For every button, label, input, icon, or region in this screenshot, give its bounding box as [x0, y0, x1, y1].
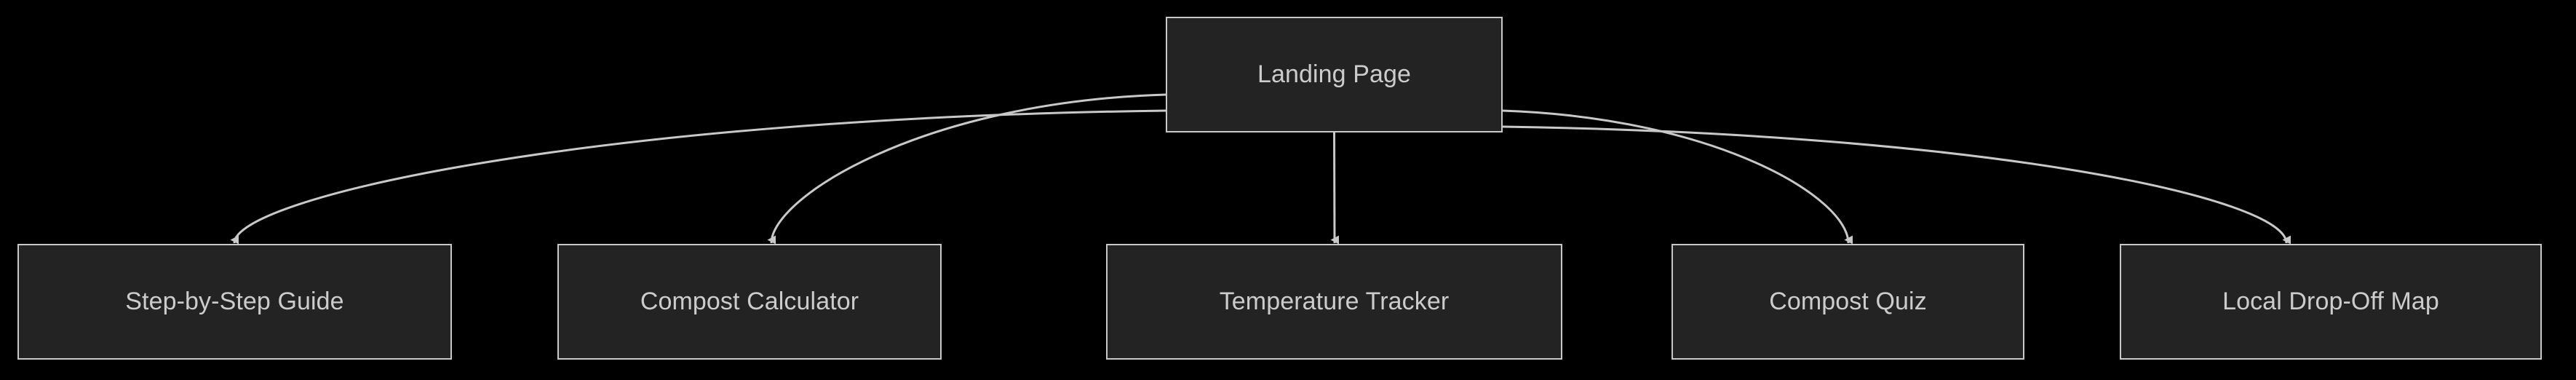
edge-landing-page-to-compost-calculator: [767, 93, 1166, 245]
node-compost-quiz-label: Compost Quiz: [1769, 287, 1927, 315]
edge-landing-page-to-compost-quiz: [1502, 109, 1853, 245]
node-compost-quiz[interactable]: Compost Quiz: [1671, 244, 2024, 360]
node-step-by-step-guide[interactable]: Step-by-Step Guide: [17, 244, 452, 360]
node-landing-page[interactable]: Landing Page: [1166, 17, 1503, 132]
node-local-drop-off-map-label: Local Drop-Off Map: [2222, 287, 2439, 315]
edge-landing-page-to-step-by-step-guide: [230, 109, 1166, 245]
node-temperature-tracker-label: Temperature Tracker: [1219, 287, 1450, 315]
node-temperature-tracker[interactable]: Temperature Tracker: [1106, 244, 1562, 360]
node-landing-page-label: Landing Page: [1257, 60, 1412, 88]
node-local-drop-off-map[interactable]: Local Drop-Off Map: [2120, 244, 2542, 360]
node-compost-calculator-label: Compost Calculator: [640, 287, 859, 315]
edge-landing-page-to-local-drop-off-map: [1502, 125, 2291, 245]
node-compost-calculator[interactable]: Compost Calculator: [557, 244, 942, 360]
node-step-by-step-guide-label: Step-by-Step Guide: [125, 287, 344, 315]
